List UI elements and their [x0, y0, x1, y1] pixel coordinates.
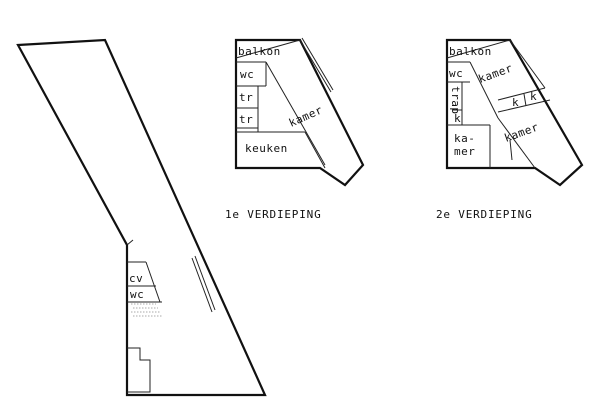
room-label-kamer-top: kamer — [477, 61, 515, 85]
kamer-right-inner — [509, 139, 513, 161]
room-label-kamer-left-line1: ka- — [454, 132, 475, 145]
ground-floor-facade-mark — [191, 257, 213, 313]
room-label-wc: wc — [240, 68, 254, 81]
room-label-k-small: k — [454, 112, 461, 125]
balkon-rail — [299, 39, 332, 93]
cv-wc-side-wall — [145, 261, 161, 303]
k-closets-bottom — [497, 99, 551, 113]
first-floor-plan: balkon wc tr tr kamer keuken 1e VERDIEPI… — [225, 37, 365, 221]
room-label-wc: wc — [130, 288, 144, 301]
balkon-wall — [235, 39, 301, 59]
room-label-cv: cv — [129, 272, 143, 285]
room-label-balkon: balkon — [449, 45, 492, 58]
balkon-rail — [509, 39, 546, 89]
room-label-wc: wc — [449, 67, 463, 80]
k-closets-top — [497, 87, 546, 101]
kamer-partition — [265, 61, 326, 166]
ground-floor-inner-wall — [126, 239, 134, 246]
first-floor-caption: 1e VERDIEPING — [225, 208, 322, 221]
room-label-tr-1: tr — [239, 91, 253, 104]
kamer-top-partition — [469, 61, 499, 119]
room-label-kamer-right: kamer — [503, 120, 541, 144]
room-label-kamer-left-line2: mer — [454, 145, 475, 158]
ground-floor-plan: cv wc — [16, 38, 267, 397]
ground-floor-stair-niche — [127, 347, 151, 393]
room-label-keuken: keuken — [245, 142, 288, 155]
balkon-rail-2 — [301, 37, 334, 91]
balkon-wall — [446, 39, 511, 59]
room-label-trap: trap — [449, 86, 462, 115]
room-label-k-2: k — [530, 90, 537, 103]
second-floor-plan: balkon wc trap k kamer k k ka- mer kamer… — [436, 38, 584, 221]
room-label-tr-2: tr — [239, 113, 253, 126]
k-closet-divider — [523, 93, 527, 107]
ground-floor-outline — [16, 38, 267, 397]
ground-floor-hatching — [131, 303, 162, 317]
room-label-kamer: kamer — [287, 103, 325, 129]
keuken-partition — [304, 131, 326, 169]
room-label-k-1: k — [512, 96, 519, 109]
room-label-balkon: balkon — [238, 45, 281, 58]
second-floor-caption: 2e VERDIEPING — [436, 208, 533, 221]
kamer-right-partition — [497, 117, 536, 169]
ground-floor-facade-mark-2 — [194, 255, 216, 311]
